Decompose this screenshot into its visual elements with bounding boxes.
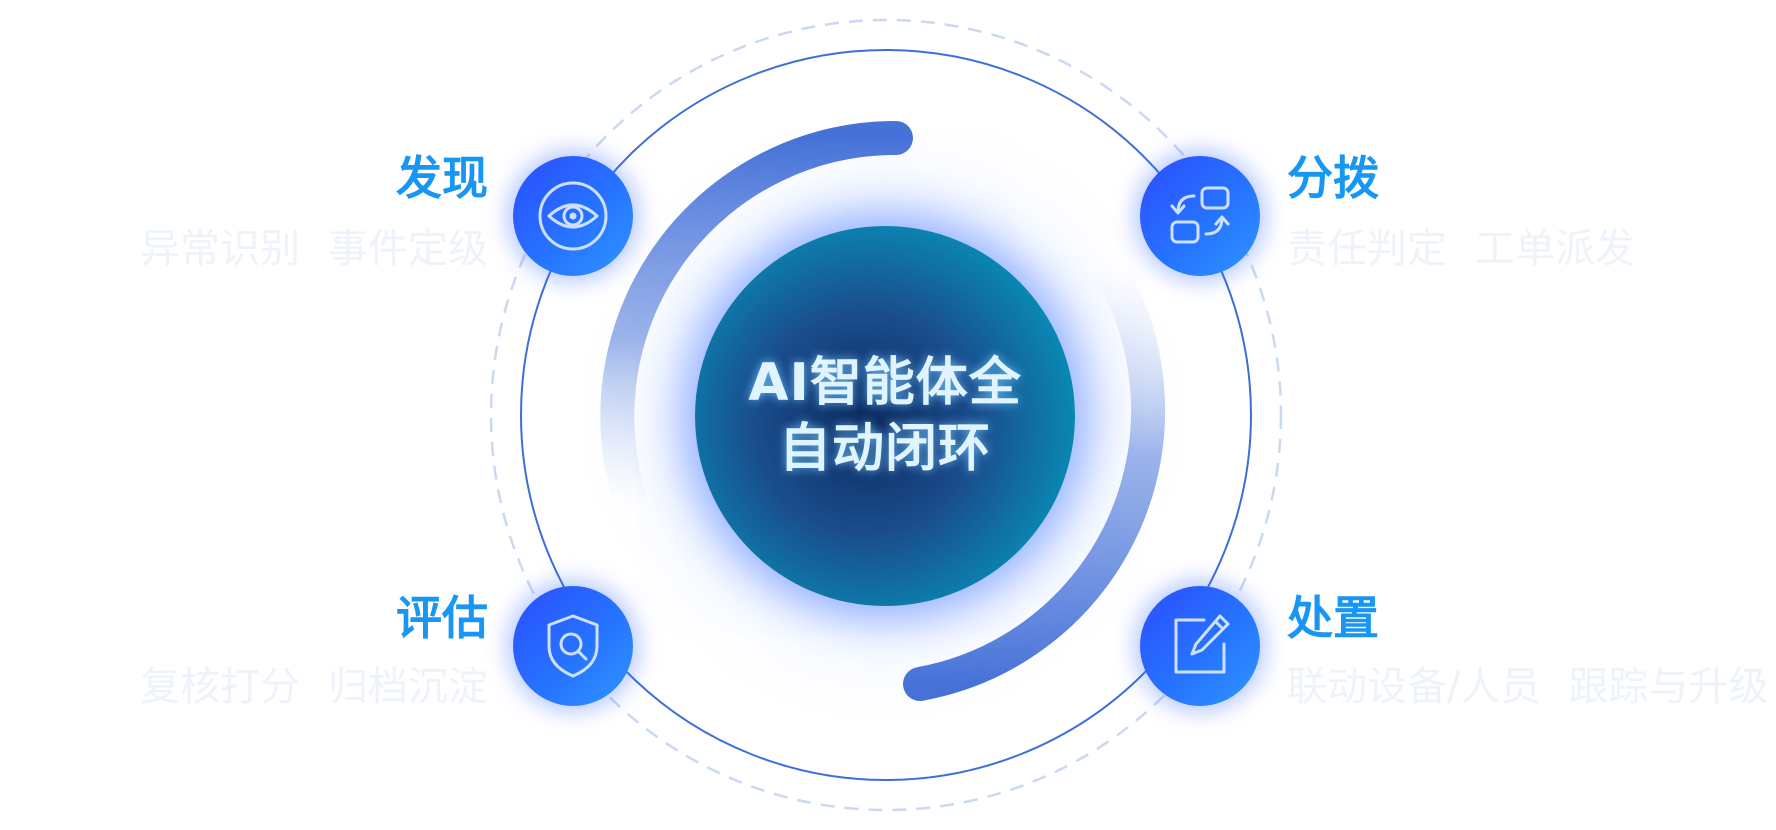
node-dispatch[interactable] — [1140, 156, 1260, 276]
desc-item: 复核打分 — [140, 664, 300, 710]
desc-item: 联动设备/人员 — [1287, 664, 1541, 710]
center-line-2: 自动闭环 — [778, 419, 991, 479]
center-line-1: AI智能体全 — [748, 353, 1022, 413]
desc-item: 工单派发 — [1475, 226, 1635, 272]
eye-icon — [538, 181, 608, 251]
stage-title-discover: 发现 — [396, 151, 488, 205]
right-gradient-arc — [903, 253, 1166, 701]
desc-item: 事件定级 — [328, 226, 488, 272]
desc-item: 异常识别 — [140, 226, 300, 272]
node-evaluate[interactable] — [513, 586, 633, 706]
stage-title-evaluate: 评估 — [396, 591, 488, 645]
left-gradient-arc — [600, 120, 913, 522]
center-label: AI智能体全 自动闭环 — [695, 226, 1075, 606]
desc-item: 跟踪与升级 — [1568, 664, 1769, 710]
center-core — [695, 226, 1075, 606]
shield-search-icon — [547, 614, 599, 678]
edit-icon — [1174, 614, 1230, 674]
swap-blocks-icon — [1170, 186, 1230, 244]
outer-dashed-ring — [489, 18, 1283, 812]
stage-desc-dispatch: 责任判定 工单派发 — [1287, 224, 1635, 274]
stage-title-handle: 处置 — [1287, 591, 1379, 645]
node-discover[interactable] — [513, 156, 633, 276]
stage-desc-discover: 异常识别 事件定级 — [140, 224, 488, 274]
desc-item: 归档沉淀 — [328, 664, 488, 710]
node-handle[interactable] — [1140, 586, 1260, 706]
stage-title-dispatch: 分拨 — [1287, 151, 1379, 205]
desc-item: 责任判定 — [1287, 226, 1447, 272]
stage-desc-handle: 联动设备/人员 跟踪与升级 — [1287, 662, 1768, 712]
stage-desc-evaluate: 复核打分 归档沉淀 — [140, 662, 488, 712]
main-ring — [520, 49, 1252, 781]
